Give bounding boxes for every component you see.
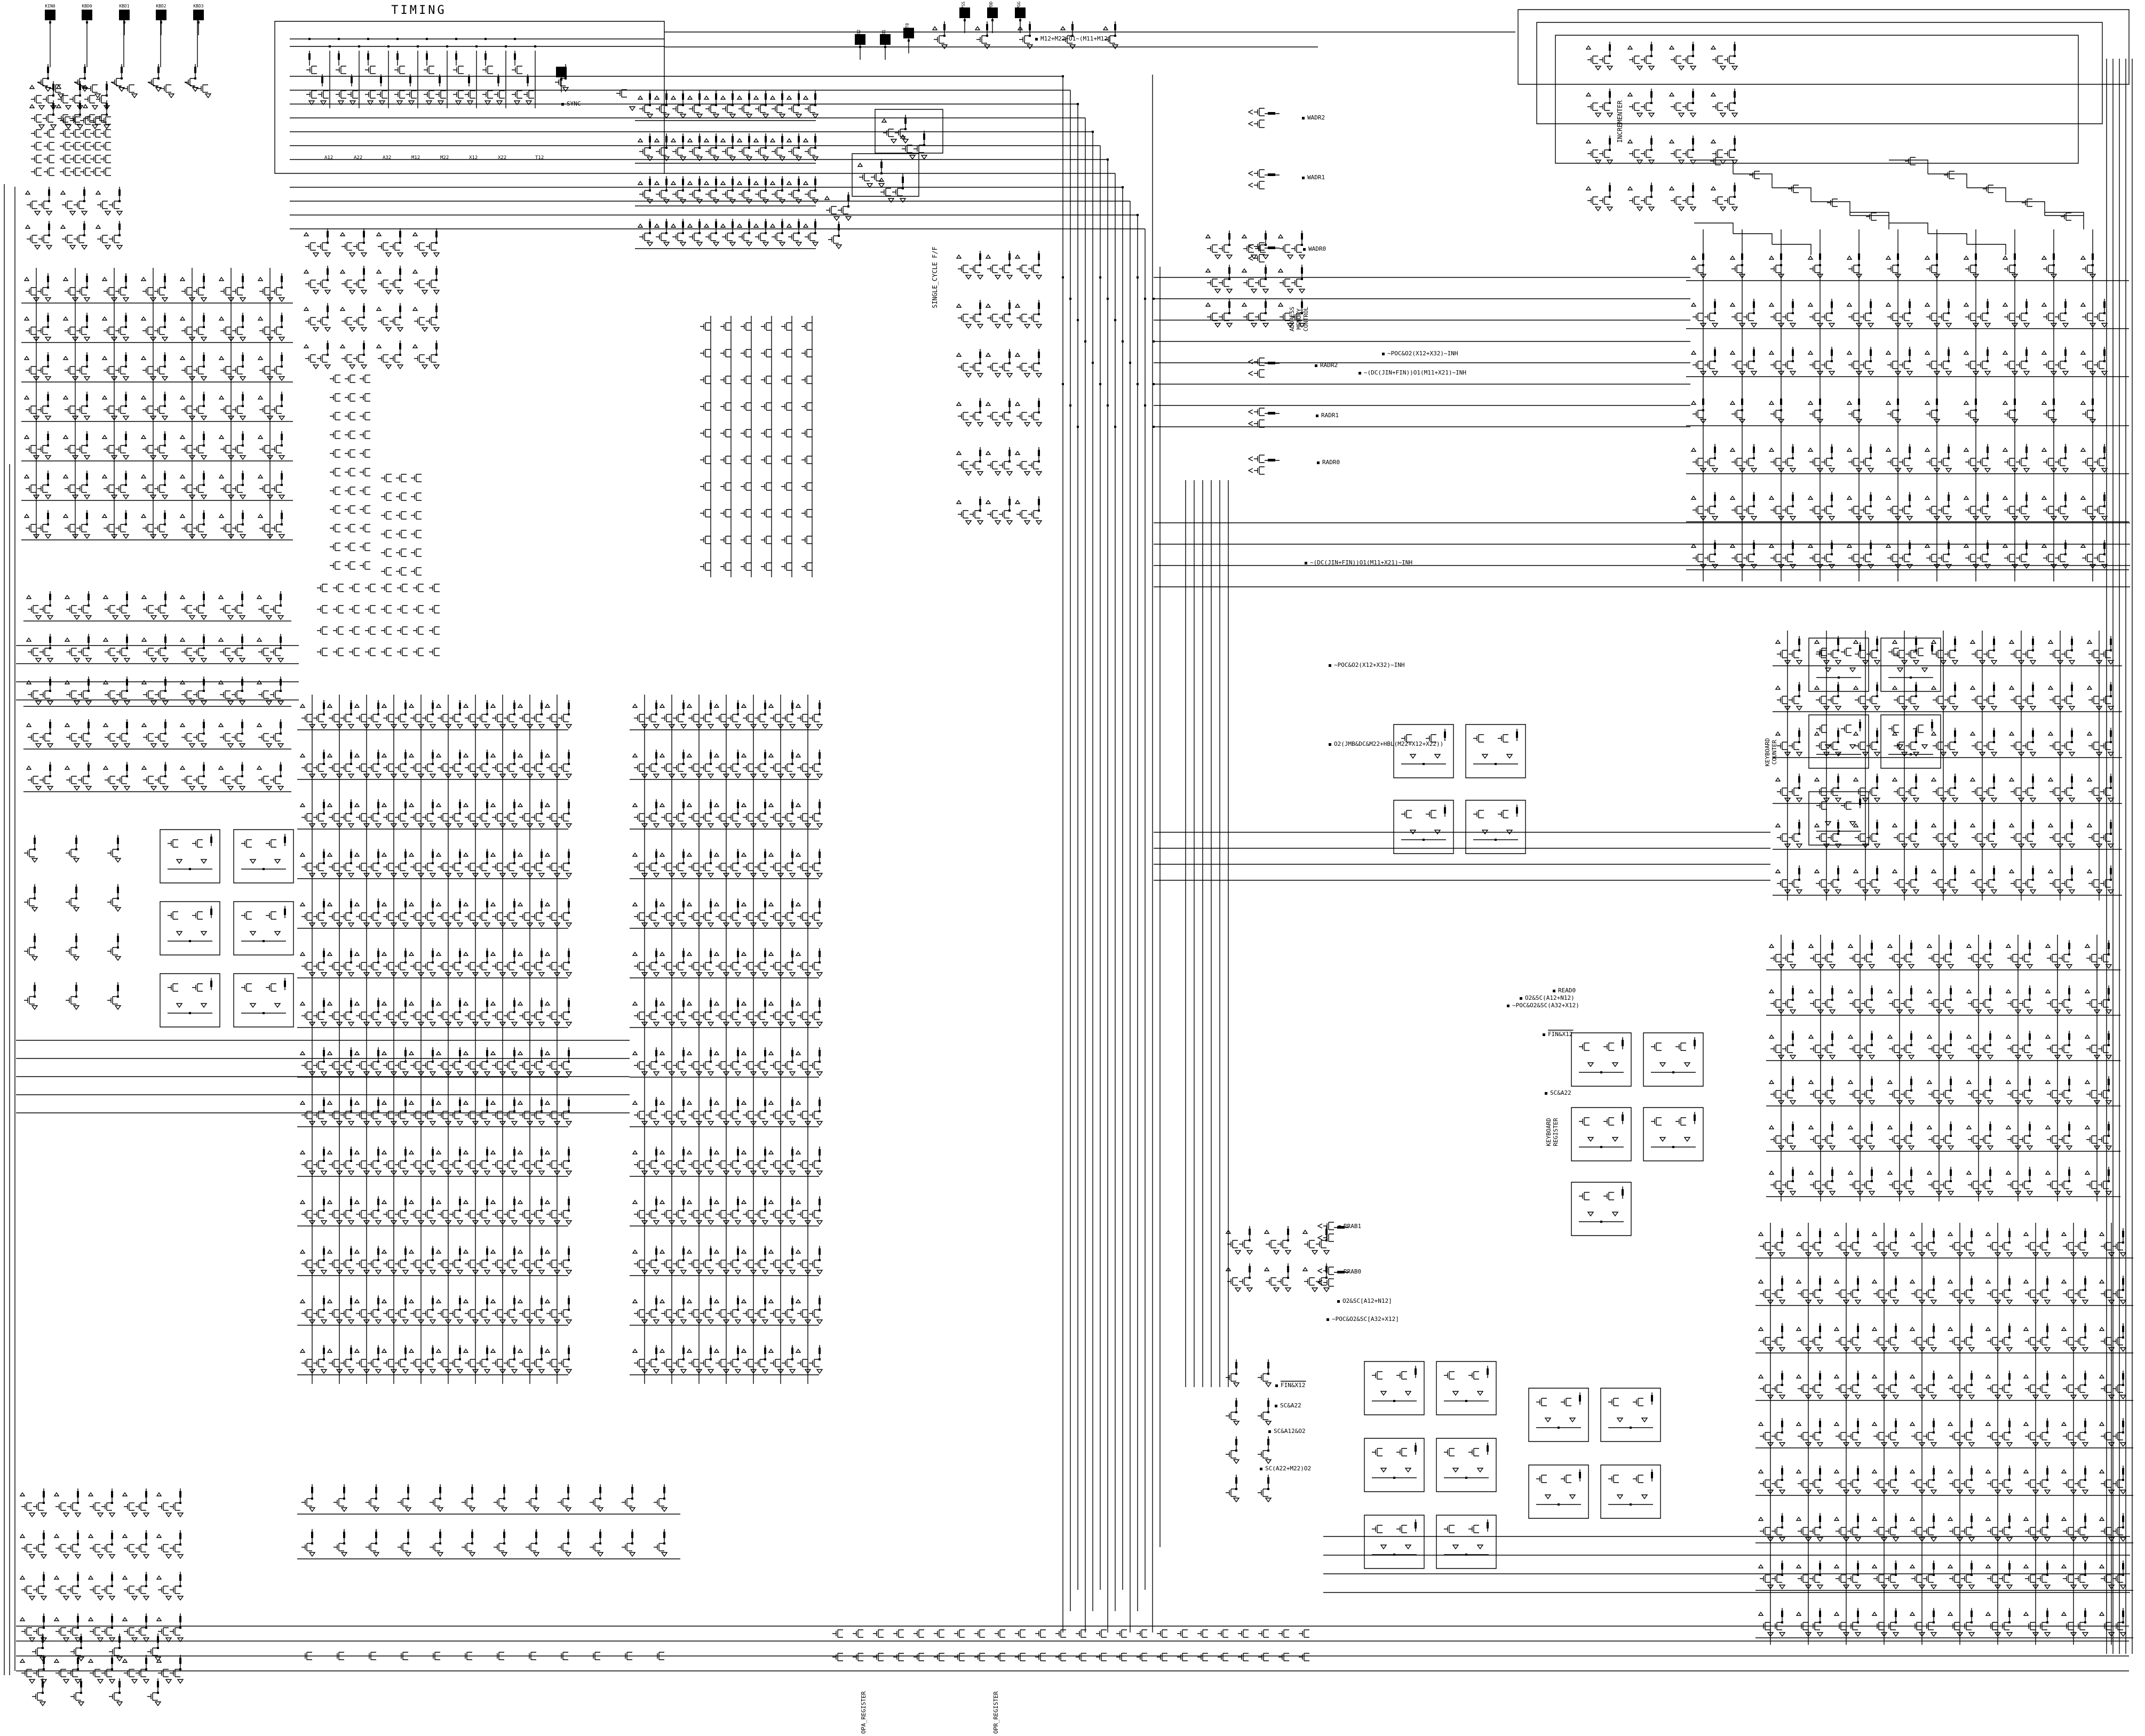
bond-pad-KBD1 (119, 10, 130, 20)
section-label-opr-register: OPR_REGISTER (992, 1691, 999, 1734)
net-label: SC(A22+M22)O2 (1265, 1465, 1311, 1472)
solid-fills (34, 7, 2124, 1694)
bond-pad-O2 (855, 34, 865, 45)
section-label-opa-register: OPA_REGISTER (860, 1691, 867, 1734)
bond-pad-T0 (903, 28, 914, 38)
section-label-single-cycle-ff: SINGLE_CYCLE F/F (931, 246, 939, 308)
bond-pad-KBD0 (82, 10, 92, 20)
net-label: ~POC&O2&SC(A32+X12) (1512, 1002, 1579, 1009)
net-label: RRAB0 (1344, 1268, 1361, 1275)
net-label: RADR2 (1320, 362, 1338, 369)
net-label: WADR0 (1308, 245, 1326, 252)
bond-pad-SYNC (556, 67, 567, 77)
pad-label-KIN0: KIN0 (45, 4, 55, 9)
timing-stage-label-A22: A22 (354, 155, 362, 161)
net-label: FIN&X12 (1548, 1031, 1572, 1038)
section-label-keyboard-register-1: REGISTER (1552, 1118, 1559, 1146)
net-label: WADR1 (1307, 174, 1325, 181)
net-label: SC&A22 (1550, 1089, 1571, 1096)
pad-label-VSS: VSS (961, 2, 966, 10)
bond-pad-VGG (1015, 7, 1026, 18)
net-label: M12+M22+O1~(M11+M12) (1040, 35, 1111, 42)
timing-stage-label-X12: X12 (469, 155, 478, 161)
net-label: SYNC (567, 100, 581, 107)
bond-pad-VSS (959, 7, 970, 18)
net-label: ~POC&O2&SC[A32+X12] (1332, 1316, 1399, 1323)
net-label: O2&SC(A12+N12) (1525, 994, 1575, 1001)
net-label: READ0 (1558, 987, 1576, 994)
timing-stage-label-A12: A12 (324, 155, 333, 161)
bond-pad-O1 (880, 34, 891, 45)
section-label-keyboard-counter-1: COUNTER (1771, 739, 1778, 765)
bond-pad-KBD2 (156, 10, 166, 20)
section-label-incrementer: INCREMENTER (1616, 100, 1624, 142)
net-label: ~(DC(JIN+FIN))O1(M11+X21)~INH (1364, 369, 1466, 376)
net-label: O2(JMB&DC&M22+HBL(M22+X12+X22)) (1334, 740, 1443, 747)
net-label: ~POC&O2(X12+X32)~INH (1334, 662, 1404, 668)
pad-label-T0: T0 (905, 23, 910, 28)
net-label: RADR0 (1322, 459, 1340, 466)
pad-label-KBD1: KBD1 (119, 4, 129, 9)
pad-label-VDD: VDD (989, 2, 994, 10)
pad-label-KBD2: KBD2 (156, 4, 166, 9)
pad-label-KBD3: KBD3 (193, 4, 203, 9)
net-label: WADR2 (1307, 114, 1325, 121)
net-label: RRAB1 (1344, 1223, 1361, 1230)
timing-stage-label-A32: A32 (383, 155, 391, 161)
net-label: ~POC&O2(X12+X32)~INH (1387, 350, 1458, 357)
section-label-keyboard-register-0: KEYBOARD (1545, 1118, 1552, 1146)
section-label-address-memory-control-2: CONTROL (1302, 306, 1309, 331)
timing-stage-label-T12: T12 (535, 155, 544, 161)
net-label: FIN&X12 (1281, 1382, 1305, 1389)
net-label: RADR1 (1321, 412, 1339, 419)
section-label-timing: TIMING (391, 4, 446, 17)
net-label: SC&A12&O2 (1274, 1428, 1306, 1435)
timing-stage-label-M12: M12 (411, 155, 420, 161)
net-label: O2&SC[A12+N12] (1342, 1297, 1392, 1304)
section-label-address-memory-control-1: MEMORY (1296, 308, 1302, 330)
net-label: SC&A22 (1280, 1402, 1301, 1409)
pad-label-VGG: VGG (1016, 2, 1021, 10)
timing-stage-label-M22: M22 (440, 155, 449, 161)
timing-stage-label-X22: X22 (498, 155, 506, 161)
section-label-address-memory-control-0: ADDRESS (1289, 307, 1296, 331)
bond-pad-KBD3 (193, 10, 204, 20)
pad-label-KBD0: KBD0 (82, 4, 92, 9)
pad-label-O2: O2 (856, 29, 861, 35)
bond-pad-KIN0 (45, 10, 55, 20)
bond-pad-VDD (987, 7, 998, 18)
net-label: ~(DC(JIN+FIN))O1(M11+X21)~INH (1310, 559, 1412, 566)
pad-label-O1: O1 (881, 29, 886, 35)
section-label-keyboard-counter-0: KEYBOARD (1764, 738, 1771, 767)
